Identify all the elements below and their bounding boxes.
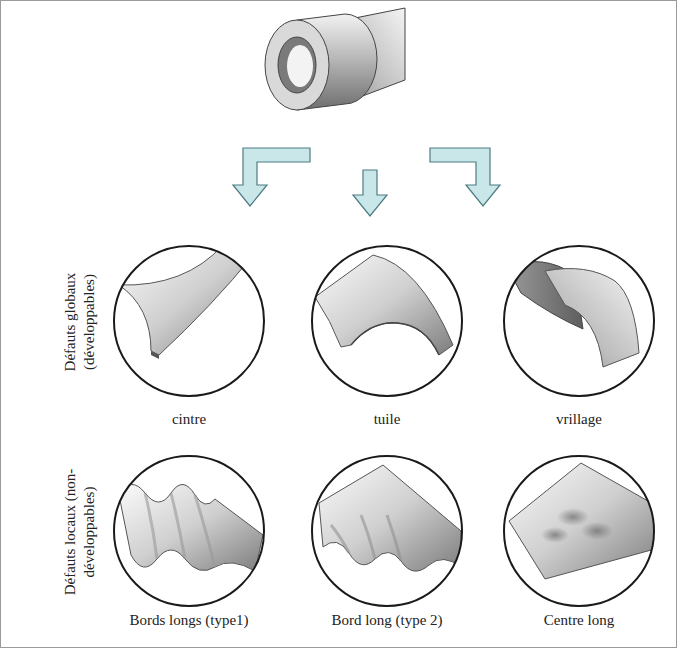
defect-circle: Centre long — [479, 455, 677, 631]
defect-name: Bords longs (type1) — [89, 611, 289, 629]
defect-name: Centre long — [479, 611, 677, 629]
defect-name: vrillage — [479, 410, 677, 428]
defect-circle: Bords longs (type1) — [89, 455, 289, 631]
row-label: Défauts locaux (non-développables) — [61, 452, 99, 612]
defect-circle: cintre — [89, 245, 289, 430]
defect-circle: Bord long (type 2) — [287, 455, 487, 631]
defect-name: cintre — [89, 410, 289, 428]
defect-circle: tuile — [287, 245, 487, 430]
defect-circle: vrillage — [479, 245, 677, 430]
row-label: Défauts globaux (développables) — [61, 242, 99, 402]
defect-name: tuile — [287, 410, 487, 428]
defect-name: Bord long (type 2) — [287, 611, 487, 629]
